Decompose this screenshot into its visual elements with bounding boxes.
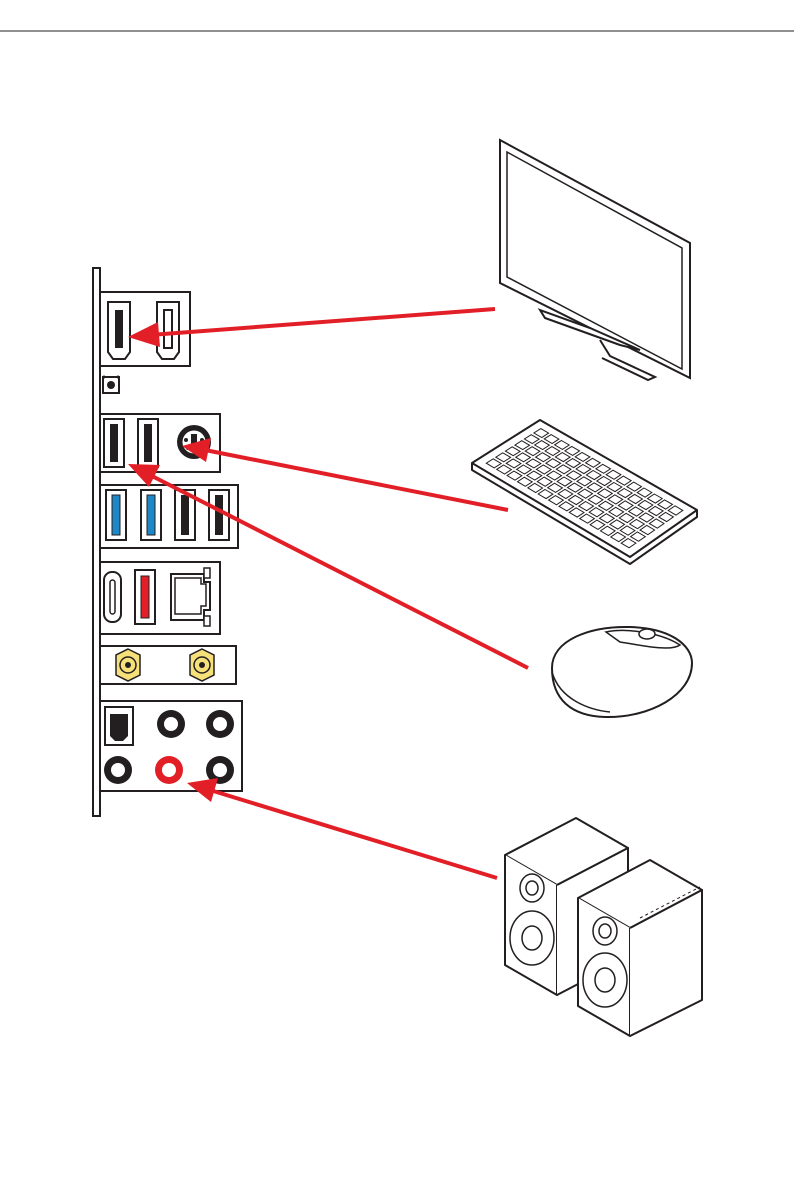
antenna-block bbox=[100, 646, 236, 684]
usb2-port-2[interactable] bbox=[138, 419, 158, 467]
antenna-connector-1[interactable] bbox=[116, 649, 140, 681]
antenna-connector-2[interactable] bbox=[190, 649, 214, 681]
lan-port[interactable] bbox=[171, 568, 210, 626]
hdmi-port-2[interactable] bbox=[157, 302, 179, 359]
mouse-icon bbox=[552, 627, 692, 717]
audio-jack-2[interactable] bbox=[206, 710, 234, 738]
monitor bbox=[500, 140, 690, 380]
keyboard bbox=[472, 420, 697, 564]
monitor-icon bbox=[500, 140, 690, 380]
speakers bbox=[505, 818, 702, 1036]
clear-cmos-button[interactable] bbox=[103, 376, 120, 394]
usb3-port-blue-1[interactable] bbox=[106, 490, 126, 540]
usbc-lan-block bbox=[100, 562, 220, 634]
audio-jack-line-out[interactable] bbox=[155, 756, 183, 784]
usb3-port-blue-2[interactable] bbox=[141, 490, 161, 540]
usb2-port-1[interactable] bbox=[104, 419, 124, 467]
audio-jack-1[interactable] bbox=[157, 710, 185, 738]
usb-c-port[interactable] bbox=[104, 572, 121, 622]
mouse bbox=[552, 627, 692, 717]
usb3-block bbox=[100, 485, 238, 548]
hdmi-port-1[interactable] bbox=[108, 302, 130, 359]
arrow-speakers-to-audio bbox=[187, 778, 497, 878]
speaker-icon bbox=[505, 818, 702, 1036]
optical-spdif-port[interactable] bbox=[105, 707, 133, 745]
io-shield-edge bbox=[93, 268, 100, 816]
audio-jack-3[interactable] bbox=[104, 756, 132, 784]
keyboard-icon bbox=[472, 420, 697, 564]
usb-port-red[interactable] bbox=[135, 570, 155, 624]
audio-block bbox=[100, 701, 242, 791]
io-panel bbox=[93, 268, 242, 816]
